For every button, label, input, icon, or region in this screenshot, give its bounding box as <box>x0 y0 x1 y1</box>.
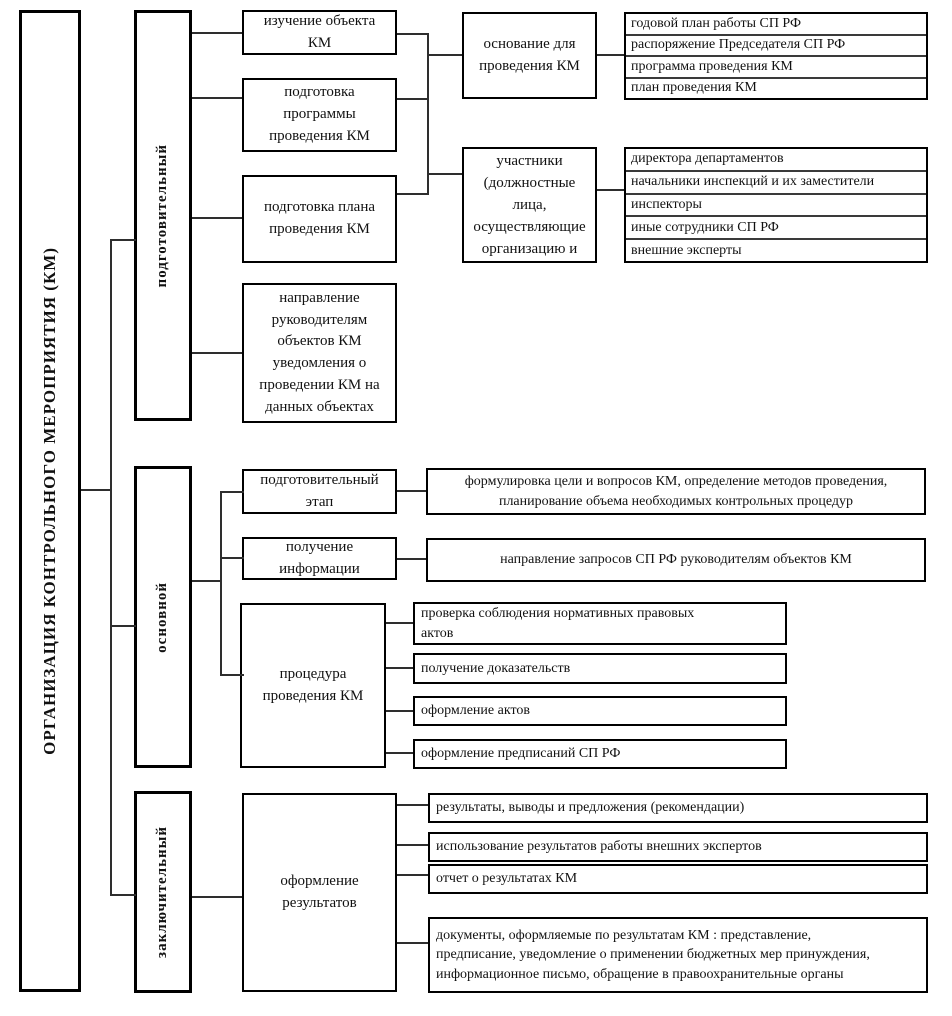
participants-list-row: начальники инспекций и их заместители <box>626 172 926 195</box>
connector-line <box>397 33 429 35</box>
connector-line <box>427 33 429 195</box>
connector-line <box>220 491 244 493</box>
root-label: ОРГАНИЗАЦИЯ КОНТРОЛЬНОГО МЕРОПРИЯТИЯ (КМ… <box>39 247 59 755</box>
result-item-box: использование результатов работы внешних… <box>428 832 928 862</box>
connector-line <box>397 874 428 876</box>
participants-list-row: инспекторы <box>626 195 926 218</box>
connector-line <box>397 193 429 195</box>
connector-line <box>220 491 222 676</box>
connector-line <box>427 173 462 175</box>
stage-main-box: основной <box>134 466 192 768</box>
stage-main-label: основной <box>154 581 171 653</box>
preparatory-substage-detail-box: формулировка цели и вопросов КМ, определ… <box>426 468 926 515</box>
results-box: оформление результатов <box>242 793 397 992</box>
procedure-item-box: оформление актов <box>413 696 787 726</box>
connector-line <box>397 98 429 100</box>
stage-final-box: заключительный <box>134 791 192 993</box>
result-item-box: документы, оформляемые по результатам КМ… <box>428 917 928 993</box>
connector-line <box>397 490 426 492</box>
procedure-box: процедура проведения КМ <box>240 603 386 768</box>
procedure-item-box: оформление предписаний СП РФ <box>413 739 787 769</box>
program-preparation-box: подготовка программы проведения КМ <box>242 78 397 152</box>
connector-line <box>81 489 111 491</box>
participants-box: участники (должностные лица, осуществляю… <box>462 147 597 263</box>
stage-preparatory-label: подготовительный <box>154 143 171 288</box>
preparatory-substage-box: подготовительный этап <box>242 469 397 514</box>
basis-list: годовой план работы СП РФ распоряжение П… <box>624 12 928 100</box>
connector-line <box>110 239 112 896</box>
participants-list: директора департаментов начальники инспе… <box>624 147 928 263</box>
connector-line <box>597 189 624 191</box>
stage-preparatory-box: подготовительный <box>134 10 192 421</box>
participants-list-row: иные сотрудники СП РФ <box>626 217 926 241</box>
root-box: ОРГАНИЗАЦИЯ КОНТРОЛЬНОГО МЕРОПРИЯТИЯ (КМ… <box>19 10 81 992</box>
result-item-box: отчет о результатах КМ <box>428 864 928 894</box>
connector-line <box>397 844 428 846</box>
connector-line <box>110 239 136 241</box>
connector-line <box>192 217 242 219</box>
participants-list-row: внешние эксперты <box>631 242 742 258</box>
connector-line <box>397 942 428 944</box>
connector-line <box>386 710 413 712</box>
basis-list-row: план проведения КМ <box>631 80 757 96</box>
result-item-box: результаты, выводы и предложения (рекоме… <box>428 793 928 823</box>
connector-line <box>397 558 426 560</box>
connector-line <box>597 54 624 56</box>
information-box: получение информации <box>242 537 397 580</box>
information-detail-box: направление запросов СП РФ руководителям… <box>426 538 926 582</box>
study-object-box: изучение объекта КМ <box>242 10 397 55</box>
connector-line <box>110 625 136 627</box>
stage-final-label: заключительный <box>154 826 171 958</box>
connector-line <box>220 674 244 676</box>
procedure-item-box: получение доказательств <box>413 653 787 684</box>
basis-list-row: программа проведения КМ <box>626 57 926 79</box>
notification-box: направление руководителям объектов КМ ув… <box>242 283 397 423</box>
connector-line <box>192 580 222 582</box>
connector-line <box>110 894 136 896</box>
connector-line <box>386 752 413 754</box>
participants-list-row: директора департаментов <box>626 149 926 172</box>
connector-line <box>192 32 242 34</box>
connector-line <box>397 804 428 806</box>
connector-line <box>427 54 462 56</box>
connector-line <box>220 557 244 559</box>
basis-list-row: годовой план работы СП РФ <box>626 14 926 36</box>
connector-line <box>192 896 242 898</box>
connector-line <box>386 667 413 669</box>
basis-list-row: распоряжение Председателя СП РФ <box>626 36 926 57</box>
connector-line <box>192 97 242 99</box>
procedure-item-box: проверка соблюдения нормативных правовых… <box>413 602 787 645</box>
connector-line <box>386 622 413 624</box>
plan-preparation-box: подготовка плана проведения КМ <box>242 175 397 263</box>
connector-line <box>192 352 242 354</box>
basis-box: основание для проведения КМ <box>462 12 597 99</box>
